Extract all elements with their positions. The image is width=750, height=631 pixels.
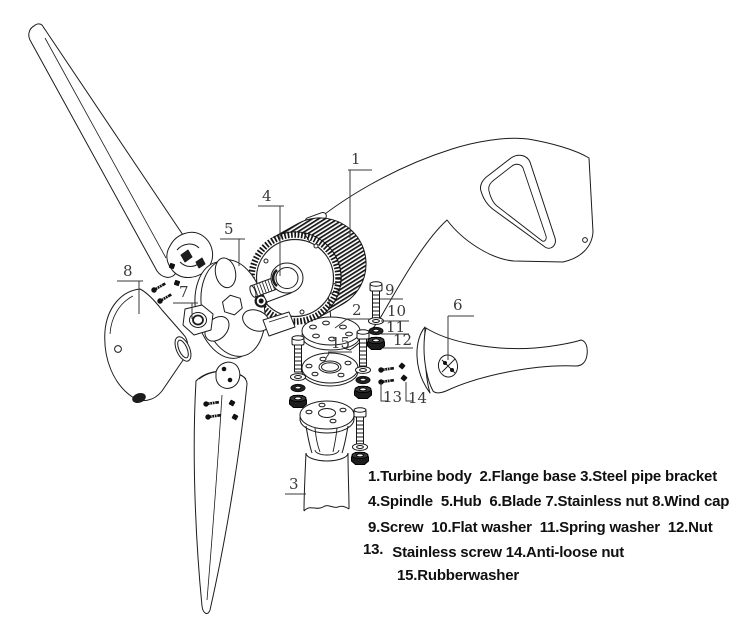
callout-8: 8 <box>123 262 133 280</box>
callout-6: 6 <box>453 296 463 314</box>
legend-line-4: 13. Stainless screw 14.Anti-loose nut <box>363 541 625 561</box>
stainless-screws-13 <box>377 365 395 386</box>
callout-11: 11 <box>386 318 406 336</box>
flange-base <box>301 316 361 351</box>
callout-7: 7 <box>179 283 189 301</box>
callout-5: 5 <box>224 220 234 238</box>
rubber-washer <box>301 352 359 387</box>
legend-line-5: 15.Rubberwasher <box>397 567 520 584</box>
blade-right <box>416 326 588 394</box>
callout-12: 12 <box>393 331 413 349</box>
spindle-shaft <box>249 262 304 298</box>
legend-line-3: 9.Screw 10.Flat washer 11.Spring washer … <box>368 519 713 536</box>
callout-10: 10 <box>387 302 407 320</box>
callout-1: 1 <box>351 150 361 168</box>
wind-cap <box>104 288 192 403</box>
callout-3: 3 <box>289 475 299 493</box>
callout-2: 2 <box>352 301 362 319</box>
tail-fin-cutout <box>480 154 556 249</box>
callout-4: 4 <box>262 187 272 205</box>
blade-lower <box>193 361 248 614</box>
callout-14: 14 <box>408 389 428 407</box>
leader-lines <box>117 169 474 495</box>
blade-upper <box>28 23 192 278</box>
stainless-nut <box>182 304 214 336</box>
legend-line-4-number: 13. <box>363 541 384 558</box>
pipe-bracket <box>299 400 355 512</box>
callout-9: 9 <box>385 281 395 299</box>
legend-line-1: 1.Turbine body 2.Flange base 3.Steel pip… <box>368 468 717 485</box>
hub <box>194 257 296 359</box>
callout-15: 15 <box>331 334 351 352</box>
legend-line-2: 4.Spindle 5.Hub 6.Blade 7.Stainless nut … <box>368 493 730 510</box>
legend-line-4-text: Stainless screw 14.Anti-loose nut <box>392 544 625 561</box>
callout-13: 13 <box>383 388 403 406</box>
anti-loose-nuts-14 <box>398 362 408 382</box>
fastener-column-lower <box>351 407 369 465</box>
